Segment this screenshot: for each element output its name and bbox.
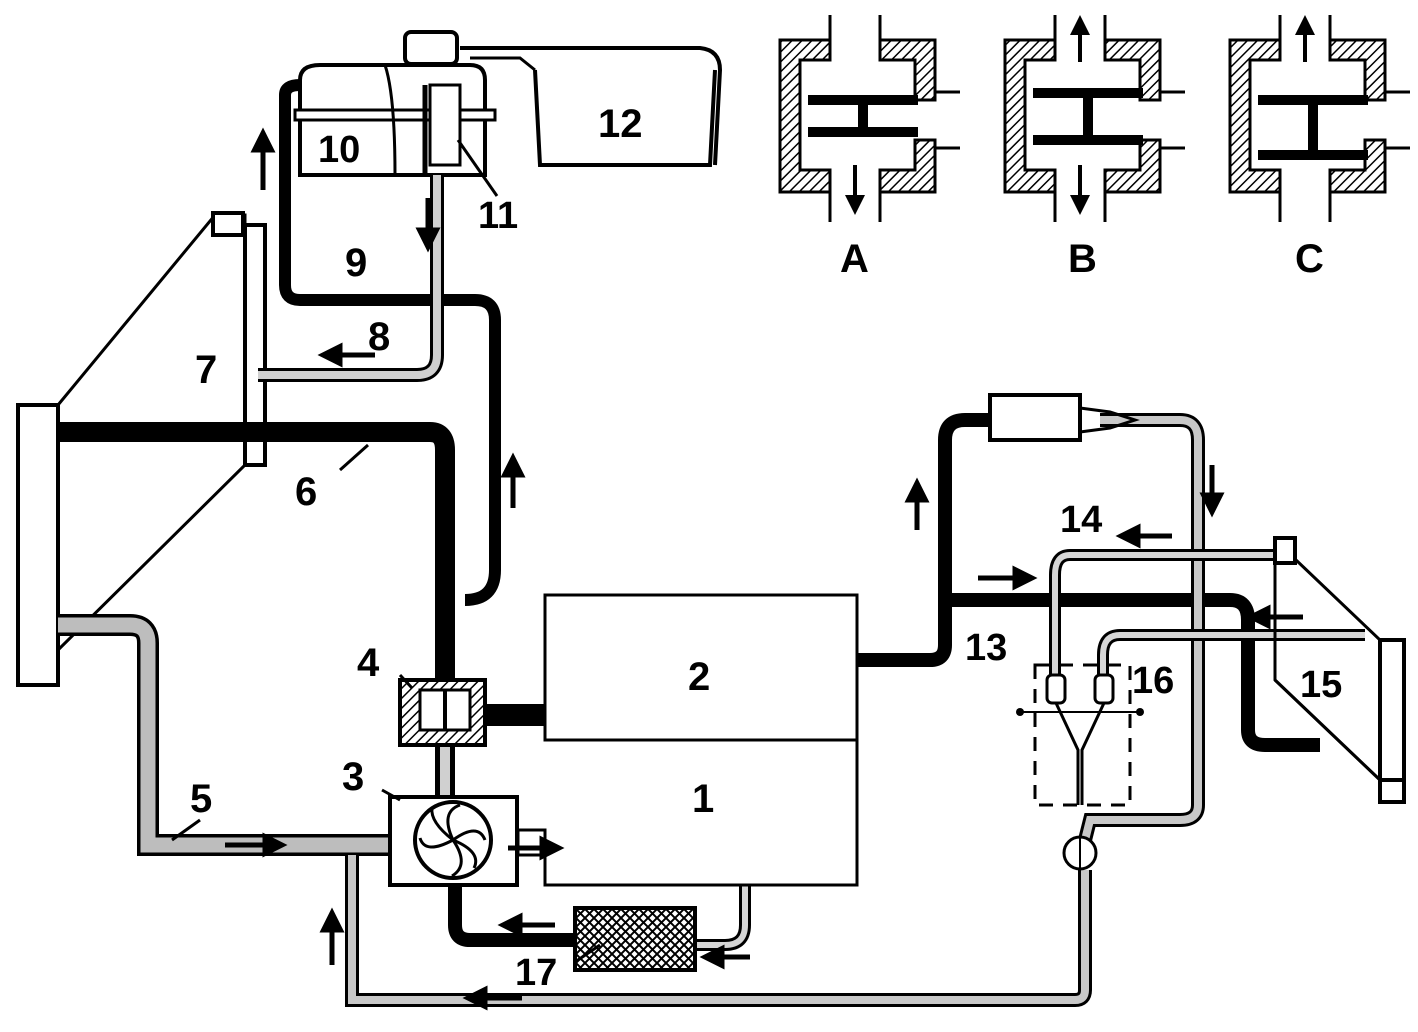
radiator-left xyxy=(16,211,267,687)
heater-valve xyxy=(1016,663,1144,871)
label-14: 14 xyxy=(1060,499,1102,541)
valve-label-c: C xyxy=(1295,237,1324,281)
water-pump xyxy=(388,795,547,887)
label-11: 11 xyxy=(478,195,518,237)
label-1: 1 xyxy=(692,777,714,821)
leader-lines xyxy=(171,139,601,964)
label-13: 13 xyxy=(965,627,1007,669)
label-9: 9 xyxy=(345,241,367,285)
expansion-tank xyxy=(293,30,497,177)
label-2: 2 xyxy=(688,655,710,699)
label-15: 15 xyxy=(1300,664,1342,706)
thermostat xyxy=(398,678,487,747)
valve-state-b xyxy=(1003,15,1185,222)
heater-radiator xyxy=(1273,536,1406,804)
valve-state-a xyxy=(778,15,960,222)
label-12: 12 xyxy=(598,102,643,146)
label-5: 5 xyxy=(190,777,212,821)
valve-label-b: B xyxy=(1068,237,1097,281)
component-labels: 1 2 3 4 5 6 7 8 9 10 11 12 13 14 15 16 1… xyxy=(190,102,1342,994)
valve-label-a: A xyxy=(840,237,869,281)
oil-cooler xyxy=(573,906,697,972)
heater-tap-box xyxy=(988,393,1140,442)
reservoir xyxy=(460,46,723,167)
valve-state-c xyxy=(1228,15,1410,222)
flow-arrows xyxy=(225,127,1303,1011)
label-8: 8 xyxy=(368,315,390,359)
label-16: 16 xyxy=(1132,660,1174,702)
label-10: 10 xyxy=(318,129,360,171)
hot-pipes xyxy=(58,79,1320,947)
cool-pipes xyxy=(58,175,1365,1007)
label-17: 17 xyxy=(515,952,557,994)
label-4: 4 xyxy=(357,641,380,685)
label-7: 7 xyxy=(195,348,217,392)
label-3: 3 xyxy=(342,755,364,799)
label-6: 6 xyxy=(295,470,317,514)
engine-block xyxy=(543,738,859,887)
